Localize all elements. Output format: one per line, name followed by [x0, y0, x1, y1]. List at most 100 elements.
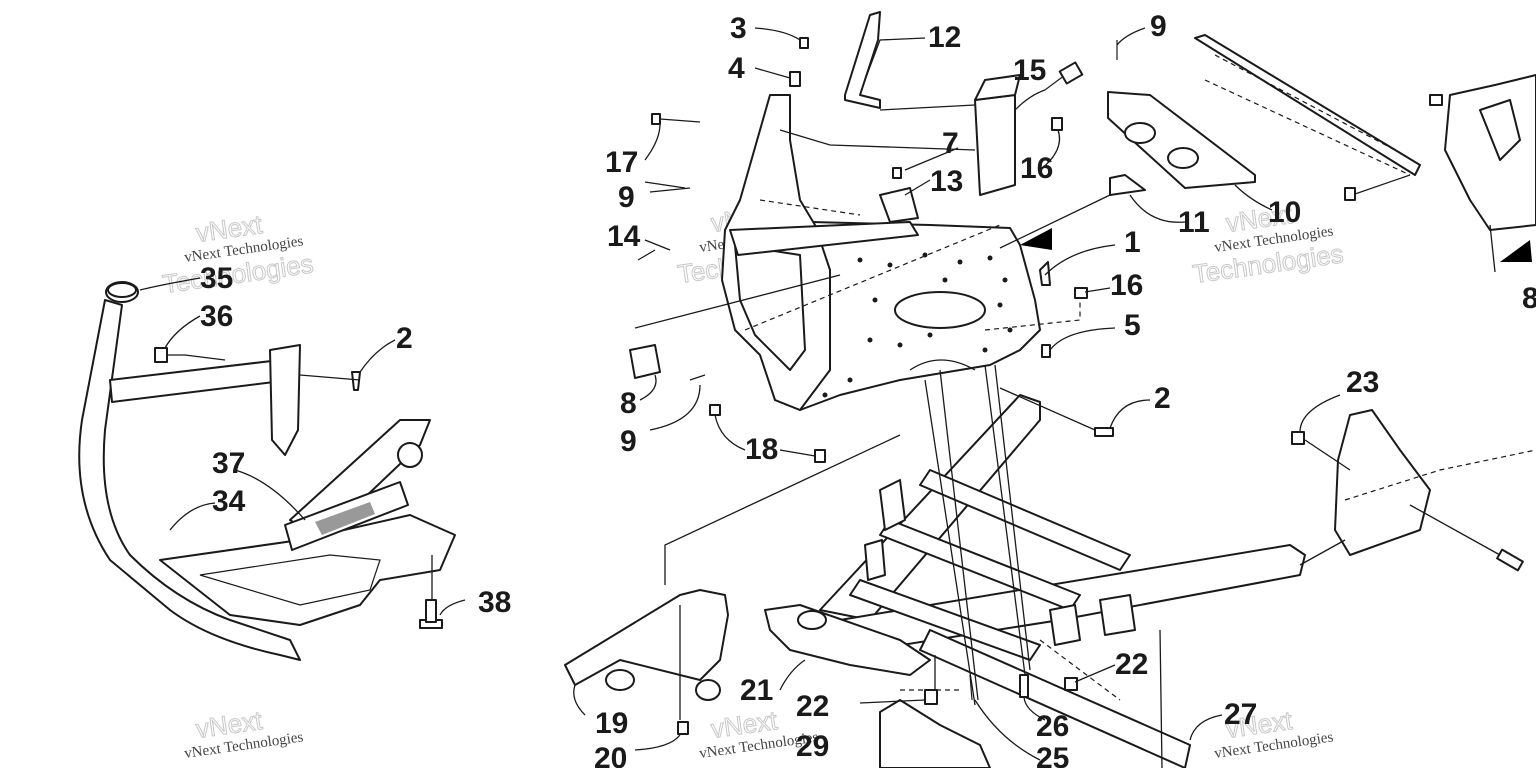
leader-line	[904, 147, 959, 171]
leader-line	[984, 364, 1026, 676]
bumper-crossbar	[109, 359, 291, 403]
leader-line	[1049, 327, 1116, 351]
leader-line	[779, 659, 806, 691]
leader-line	[714, 414, 746, 451]
callout-12: 12	[928, 21, 961, 54]
leader-line	[1159, 629, 1163, 768]
leader-line	[169, 502, 216, 531]
arrow-marker	[1020, 228, 1052, 250]
bumper-mount-bracket	[269, 344, 301, 456]
leader-line	[164, 315, 201, 349]
callout-7: 7	[942, 127, 959, 160]
callout-21: 21	[740, 674, 773, 707]
callout-1: 1	[1124, 226, 1141, 259]
dash-line	[1204, 79, 1411, 176]
dash-line	[759, 199, 861, 216]
clip-7	[892, 167, 902, 179]
upper-right-bracket-assembly	[999, 27, 1421, 249]
nut-16-upper	[1051, 117, 1063, 131]
module-15-connector	[1058, 61, 1084, 85]
module-15-lid	[974, 74, 1021, 101]
callout-10: 10	[1268, 196, 1301, 229]
clip-1	[1039, 261, 1051, 286]
leader-line	[634, 274, 841, 329]
callout-9-lower: 9	[620, 425, 637, 458]
leader-line	[1234, 184, 1273, 211]
leader-line	[664, 434, 901, 585]
spindle-knuckle	[1479, 99, 1521, 161]
bracket-12	[844, 11, 881, 109]
screw-5	[1041, 344, 1051, 358]
leader-line	[439, 599, 466, 616]
leader-line	[879, 104, 976, 111]
callout-25: 25	[1036, 742, 1069, 768]
callout-19: 19	[595, 707, 628, 740]
leader-line	[573, 684, 586, 716]
bolt-26	[1019, 674, 1029, 698]
bumper-tube	[78, 299, 301, 661]
callout-26: 26	[1036, 710, 1069, 743]
bulkhead-holes	[822, 252, 1013, 398]
callout-2-left: 2	[396, 322, 413, 355]
watermark-bottom-left: vNext vNext Technologies	[183, 704, 304, 761]
callout-16-lower: 16	[1110, 269, 1143, 302]
callout-4: 4	[728, 52, 745, 85]
leader-line	[779, 129, 976, 151]
pin-9-lower	[689, 374, 706, 381]
dash-line	[744, 224, 1001, 331]
leader-line	[924, 379, 976, 706]
bolt-spindle-shank	[1354, 174, 1411, 195]
frame-mount-tab	[1049, 604, 1081, 646]
leader-line	[184, 354, 226, 361]
leader-line	[1299, 539, 1346, 566]
leader-line	[999, 387, 1096, 431]
bracket-11	[1109, 174, 1146, 196]
bolt-spindle	[1344, 187, 1356, 201]
leader-line	[754, 67, 791, 79]
leader-line	[1129, 194, 1186, 223]
leader-line	[1074, 664, 1116, 683]
bumper-plug	[107, 282, 137, 298]
leader-line	[299, 374, 361, 381]
module-15-cable	[1014, 74, 1066, 111]
watermark-left: vNext vNext Technologies Technologies	[160, 208, 315, 299]
bolt-right	[1496, 548, 1524, 572]
clip-2-center	[1094, 427, 1114, 437]
leader-line	[1023, 696, 1046, 721]
leader-line	[1304, 439, 1351, 471]
block-8	[629, 344, 661, 379]
leader-line	[1409, 504, 1501, 556]
bolt-17-shank	[659, 118, 701, 123]
callout-14: 14	[607, 220, 641, 253]
pin-14	[637, 249, 656, 261]
frame-bracket-23	[1334, 409, 1431, 556]
bulkhead-oval-cutout	[894, 291, 986, 329]
bolt-22-a	[924, 689, 938, 705]
bulkhead-lower-lip	[909, 359, 976, 371]
pin-25	[969, 674, 973, 701]
leader-line	[864, 37, 926, 81]
callout-18: 18	[745, 433, 778, 466]
leader-line	[649, 384, 701, 431]
leader-line	[1084, 287, 1111, 293]
nut-23	[1291, 431, 1305, 445]
callout-8-right: 8	[1522, 282, 1536, 315]
callout-3: 3	[730, 12, 747, 45]
lower-frame-assembly	[564, 364, 1346, 768]
leader-line	[234, 469, 306, 521]
leader-line	[939, 369, 979, 701]
bolt-22-b	[1064, 677, 1078, 691]
bulkhead-cross-brace	[729, 221, 919, 256]
dash-line	[984, 300, 1081, 331]
bolt-17	[651, 113, 661, 125]
leader-line	[1039, 129, 1061, 171]
bracket-10-hole-a	[1124, 122, 1156, 144]
right-frame-bracket-assembly	[1291, 394, 1536, 572]
callout-11: 11	[1178, 206, 1210, 239]
callout-9-left: 9	[618, 181, 635, 214]
callout-36: 36	[200, 300, 233, 333]
callout-20: 20	[594, 742, 627, 768]
skid-plate-inner	[199, 554, 381, 606]
callout-13: 13	[930, 165, 963, 198]
